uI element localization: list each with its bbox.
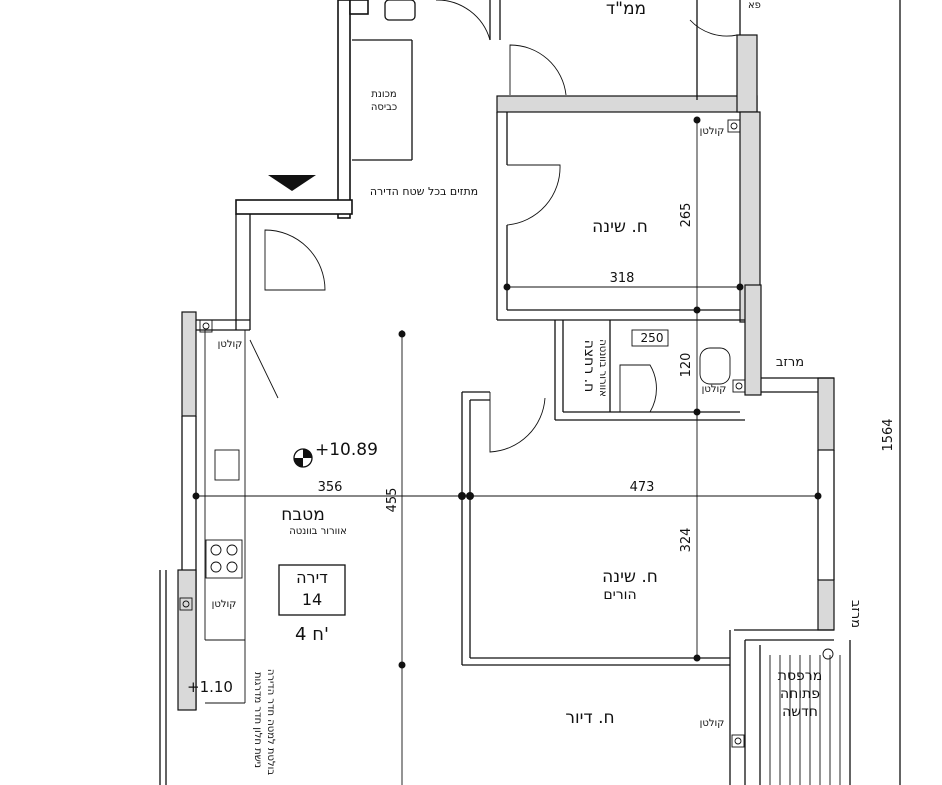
- apartment-title: דירה: [296, 568, 328, 587]
- wall-entrance: [235, 199, 353, 215]
- right-note-line1: מרפסת: [778, 668, 822, 684]
- dim-473: 473: [630, 480, 655, 495]
- room-top-corner: פא: [748, 0, 761, 11]
- right-note-line2: פתוחה: [780, 686, 820, 702]
- apartment-number: 14: [302, 590, 322, 609]
- laundry-line1: מכונת: [371, 89, 396, 100]
- colton-3: קולטן: [700, 126, 725, 137]
- room-mamad: ממ"ד: [606, 0, 646, 19]
- apartment-rooms: 4 ח': [295, 624, 329, 645]
- boiler-label: 250: [641, 331, 664, 345]
- boiler-box: [631, 329, 669, 347]
- dim-1564: 1564: [881, 418, 896, 451]
- kitchen-stove: [205, 539, 243, 579]
- toilet: [699, 347, 731, 385]
- wall-shaft-left: [337, 0, 351, 219]
- dim-356: 356: [318, 480, 343, 495]
- left-note-line2: בולטת למטה חדר הדירה: [265, 669, 276, 776]
- wall-west-upper: [181, 311, 197, 417]
- wall-east-parents-low: [817, 579, 835, 631]
- dim-265: 265: [679, 203, 694, 228]
- right-note-line3: חדשה: [782, 704, 818, 720]
- room-living: ח. דיור: [565, 708, 614, 728]
- laundry-line2: כביסה: [371, 102, 397, 113]
- room-bath-line2: אוורור בוונטה: [597, 339, 608, 397]
- sprinklers-note: מתזים בכל שטח הדירה: [370, 185, 478, 198]
- door-arc-kitchen-window: [249, 339, 279, 399]
- door-arc-entrance: [264, 229, 326, 291]
- room-bath-line1: ח. רחצה: [581, 340, 597, 393]
- dim-318: 318: [610, 271, 635, 286]
- colton-2: קולטן: [212, 599, 237, 610]
- colton-icon: [179, 119, 746, 748]
- level-lower: +1.10: [187, 678, 233, 696]
- marzev-top: מרזב: [776, 355, 804, 370]
- colton-4: קולטן: [702, 384, 727, 395]
- dim-455: 455: [385, 488, 400, 513]
- wall-east-parents: [817, 377, 835, 451]
- room-bedroom-top: ח. שינה: [592, 217, 648, 237]
- entrance-arrow-icon: [268, 175, 316, 191]
- kitchen-sink: [214, 449, 240, 481]
- wall-shaft-right: [349, 0, 369, 15]
- room-kitchen: מטבח: [281, 505, 325, 525]
- wc-fixture: [384, 0, 416, 21]
- wall-east-bath: [744, 284, 762, 396]
- door-arc-bedroom-top: [506, 164, 561, 226]
- level-floor: +10.89: [315, 440, 378, 460]
- wall-mamad-bottom: [496, 95, 758, 113]
- door-arc-parents: [489, 392, 546, 453]
- room-parents-line1: ח. שינה: [602, 567, 658, 587]
- door-arc-mamad: [509, 44, 567, 96]
- marzev-side: מרזב: [848, 600, 863, 628]
- left-note-line1: נישת חלון חדר מדרגות: [252, 672, 263, 768]
- door-arc-bath: [619, 364, 657, 413]
- wall-west-lower: [177, 569, 197, 711]
- wall-mamad-right: [736, 34, 758, 113]
- room-parents-line2: הורים: [603, 587, 636, 603]
- dim-324: 324: [679, 528, 694, 553]
- apartment-frame: [278, 564, 346, 616]
- room-kitchen-note: אוורור בוונטה: [289, 526, 347, 537]
- colton-1: קולטן: [218, 339, 243, 350]
- level-marker-icon: [293, 448, 313, 468]
- colton-5: קולטן: [700, 718, 725, 729]
- dim-120: 120: [679, 353, 694, 378]
